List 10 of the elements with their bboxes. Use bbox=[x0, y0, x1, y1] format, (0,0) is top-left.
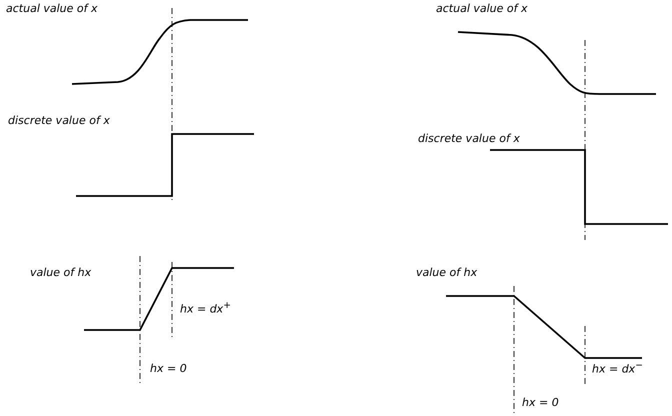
axis-label: actual value of x bbox=[6, 2, 98, 15]
annotation: hx = dx$^{−}$ bbox=[592, 360, 643, 376]
annotation: hx = 0 bbox=[522, 396, 559, 409]
annotation: hx = 0 bbox=[150, 362, 187, 375]
axis-label: value of hx bbox=[30, 266, 92, 279]
axis-label: value of hx bbox=[416, 266, 478, 279]
axis-label: actual value of x bbox=[436, 2, 528, 15]
annotation: hx = dx$^{+}$ bbox=[180, 300, 231, 316]
axis-label: discrete value of x bbox=[418, 132, 520, 145]
axis-label: discrete value of x bbox=[8, 114, 110, 127]
